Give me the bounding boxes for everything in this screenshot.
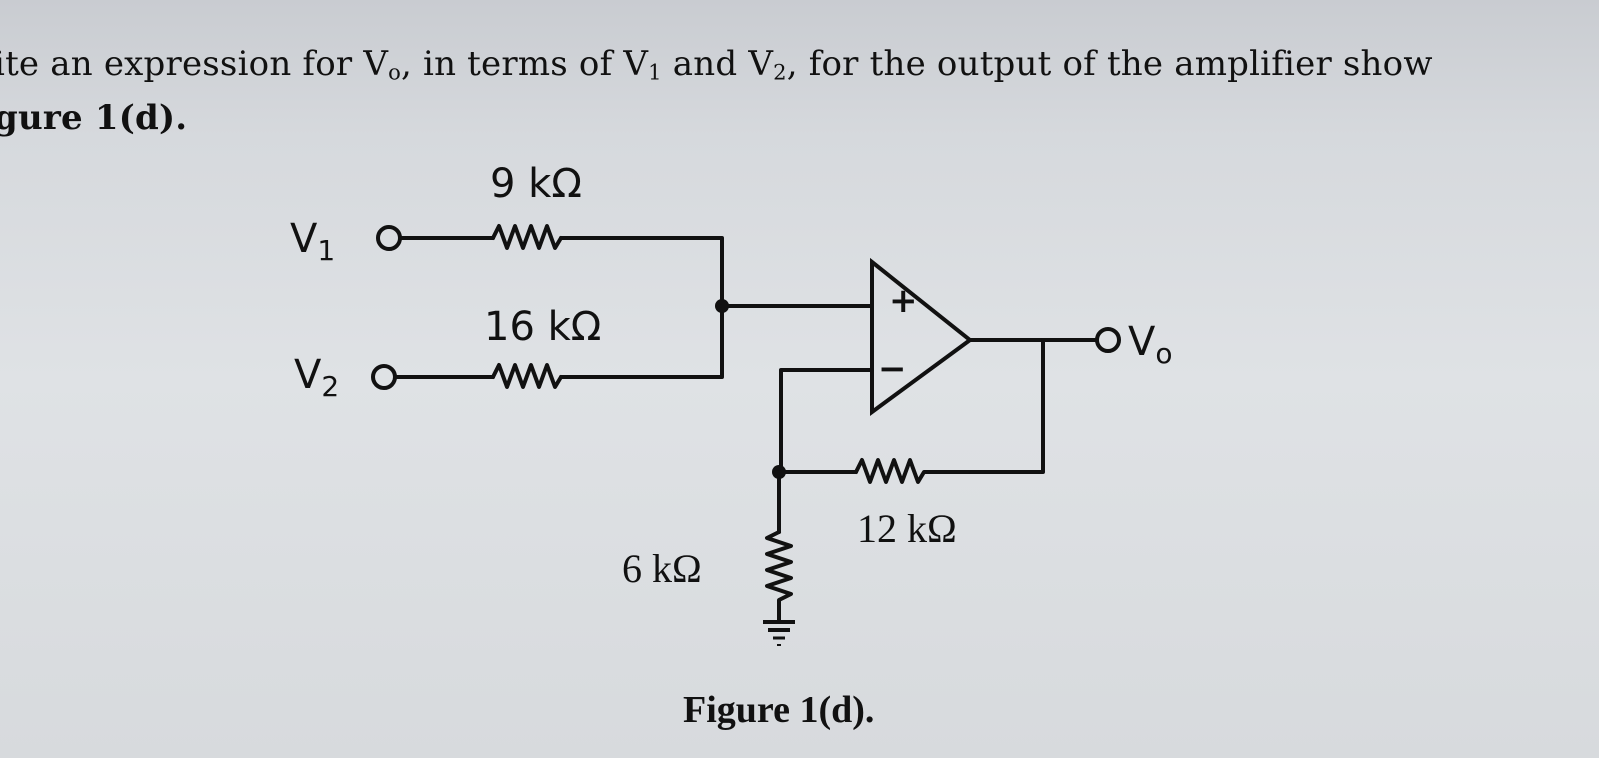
ground-icon: [763, 620, 795, 646]
question-text-line-1: ite an expression for Vo, in terms of V1…: [0, 44, 1433, 85]
op-amp-triangle: [870, 257, 974, 416]
question-text-line-2: gure 1(d).: [0, 98, 188, 138]
wire-r2-to-node: [559, 304, 724, 379]
rg-value-label: 6 kΩ: [622, 546, 702, 591]
resistor-rf: [854, 458, 970, 484]
input-v2-terminal: [371, 364, 397, 390]
figure-caption: Figure 1(d).: [683, 689, 874, 731]
resistor-r2: [491, 363, 563, 389]
plus-sign: +: [889, 281, 918, 321]
resistor-rg: [765, 530, 793, 622]
wire-minus-to-node: [779, 368, 874, 474]
r2-value-label: 16 kΩ: [484, 304, 601, 350]
rf-value-label: 12 kΩ: [857, 506, 957, 551]
output-terminal: [1095, 327, 1121, 353]
input-v1-terminal: [376, 225, 402, 251]
output-vo-label: Vo: [1128, 319, 1173, 370]
input-v1-label: V1: [290, 216, 335, 267]
resistor-r1: [491, 224, 563, 250]
input-v2-label: V2: [294, 352, 339, 403]
r1-value-label: 9 kΩ: [490, 161, 582, 207]
wire-r1-to-node: [559, 236, 724, 308]
wire-feedback-right: [966, 338, 1045, 474]
minus-sign: −: [878, 349, 907, 389]
